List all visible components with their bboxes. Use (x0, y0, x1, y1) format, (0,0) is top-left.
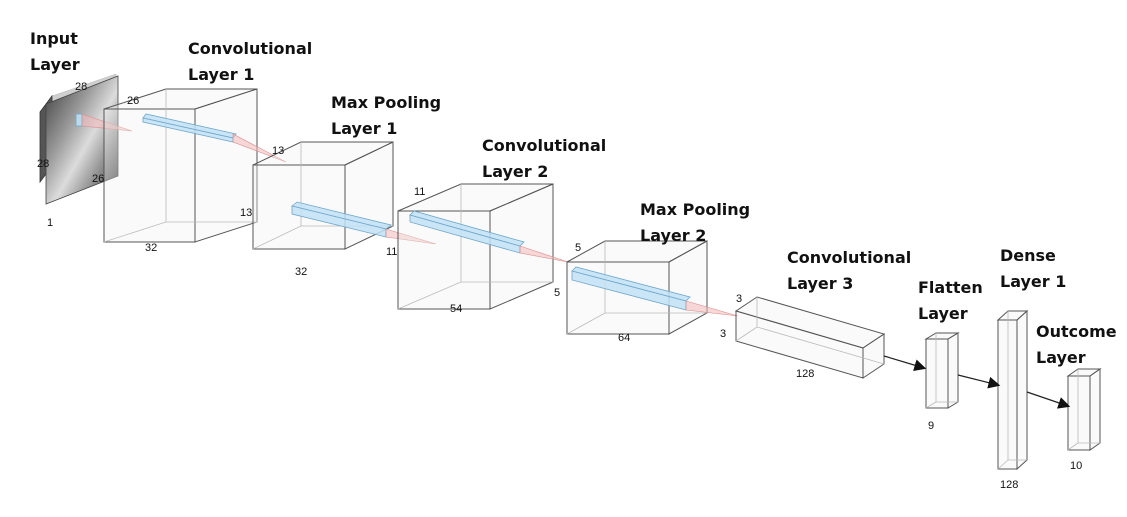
input-dim-bottom: 1 (47, 217, 54, 229)
input-receptive-cone (81, 113, 133, 132)
conv1-dim-top: 26 (127, 95, 140, 107)
pool2-title-line2: Layer 2 (640, 226, 707, 245)
input-image-thumbnail (45, 75, 119, 205)
input-layer-title: Input Layer (30, 26, 80, 78)
pool1-title-line1: Max Pooling (331, 93, 442, 112)
conv3-title: Convolutional Layer 3 (787, 245, 911, 297)
dense1-title-line1: Dense (1000, 246, 1056, 265)
conv1-title-line1: Convolutional (188, 39, 313, 58)
conv2-volume (397, 183, 569, 310)
input-layer-title-line2: Layer (30, 55, 80, 74)
outcome-title: Outcome Layer (1036, 319, 1117, 371)
conv2-receptive-cone (519, 245, 569, 263)
dense1-volume (996, 309, 1029, 471)
flatten-title-line1: Flatten (918, 278, 983, 297)
conv2-dim-top: 11 (414, 186, 426, 198)
pool1-title-line2: Layer 1 (331, 119, 398, 138)
arrow-right-icon (957, 374, 1001, 389)
conv2-title: Convolutional Layer 2 (482, 133, 606, 185)
pool2-dim-bottom: 64 (618, 332, 631, 344)
conv3-dim-bottom: 128 (796, 368, 815, 380)
dense1-title-line2: Layer 1 (1000, 272, 1067, 291)
pool1-dim-left: 13 (240, 207, 253, 219)
flatten-title: Flatten Layer (918, 275, 983, 327)
pool2-title-line1: Max Pooling (640, 200, 751, 219)
flatten-title-line2: Layer (918, 304, 968, 323)
pool2-dim-left: 5 (554, 287, 561, 299)
pool2-receptive-cone (685, 300, 739, 317)
input-dim-top: 28 (75, 81, 88, 93)
conv2-dim-bottom: 54 (450, 303, 463, 315)
flatten-dim-bottom: 9 (928, 420, 935, 432)
arrow-right-icon (1026, 391, 1071, 409)
input-dim-left: 28 (37, 158, 50, 170)
outcome-volume (1066, 368, 1102, 451)
pool2-title: Max Pooling Layer 2 (640, 197, 750, 249)
conv2-title-line1: Convolutional (482, 136, 607, 155)
conv2-dim-left: 11 (386, 246, 398, 258)
dense1-dim-bottom: 128 (1000, 479, 1019, 491)
flatten-volume (924, 332, 960, 409)
pool1-volume (252, 141, 437, 250)
conv1-title: Convolutional Layer 1 (188, 36, 312, 88)
conv1-dim-bottom: 32 (145, 242, 158, 254)
conv2-title-line2: Layer 2 (482, 162, 549, 181)
conv1-volume (103, 88, 287, 243)
input-layer-title-line1: Input (30, 29, 78, 48)
outcome-title-line1: Outcome (1036, 322, 1117, 341)
pool1-title: Max Pooling Layer 1 (331, 90, 441, 142)
conv1-dim-left: 26 (92, 173, 105, 185)
pool1-dim-top: 13 (272, 145, 285, 157)
conv3-volume (734, 296, 886, 379)
input-layer-volume (39, 73, 133, 205)
outcome-dim-bottom: 10 (1070, 460, 1083, 472)
conv3-dim-top: 3 (736, 293, 743, 305)
conv3-title-line2: Layer 3 (787, 274, 854, 293)
input-kernel (75, 113, 83, 127)
outcome-title-line2: Layer (1036, 348, 1086, 367)
pool1-dim-bottom: 32 (295, 266, 308, 278)
conv3-dim-left: 3 (720, 328, 727, 340)
conv3-title-line1: Convolutional (787, 248, 912, 267)
arrow-right-icon (883, 355, 927, 371)
pool2-dim-top: 5 (575, 242, 582, 254)
pool2-volume (566, 240, 739, 335)
conv1-title-line2: Layer 1 (188, 65, 255, 84)
dense1-title: Dense Layer 1 (1000, 243, 1066, 295)
